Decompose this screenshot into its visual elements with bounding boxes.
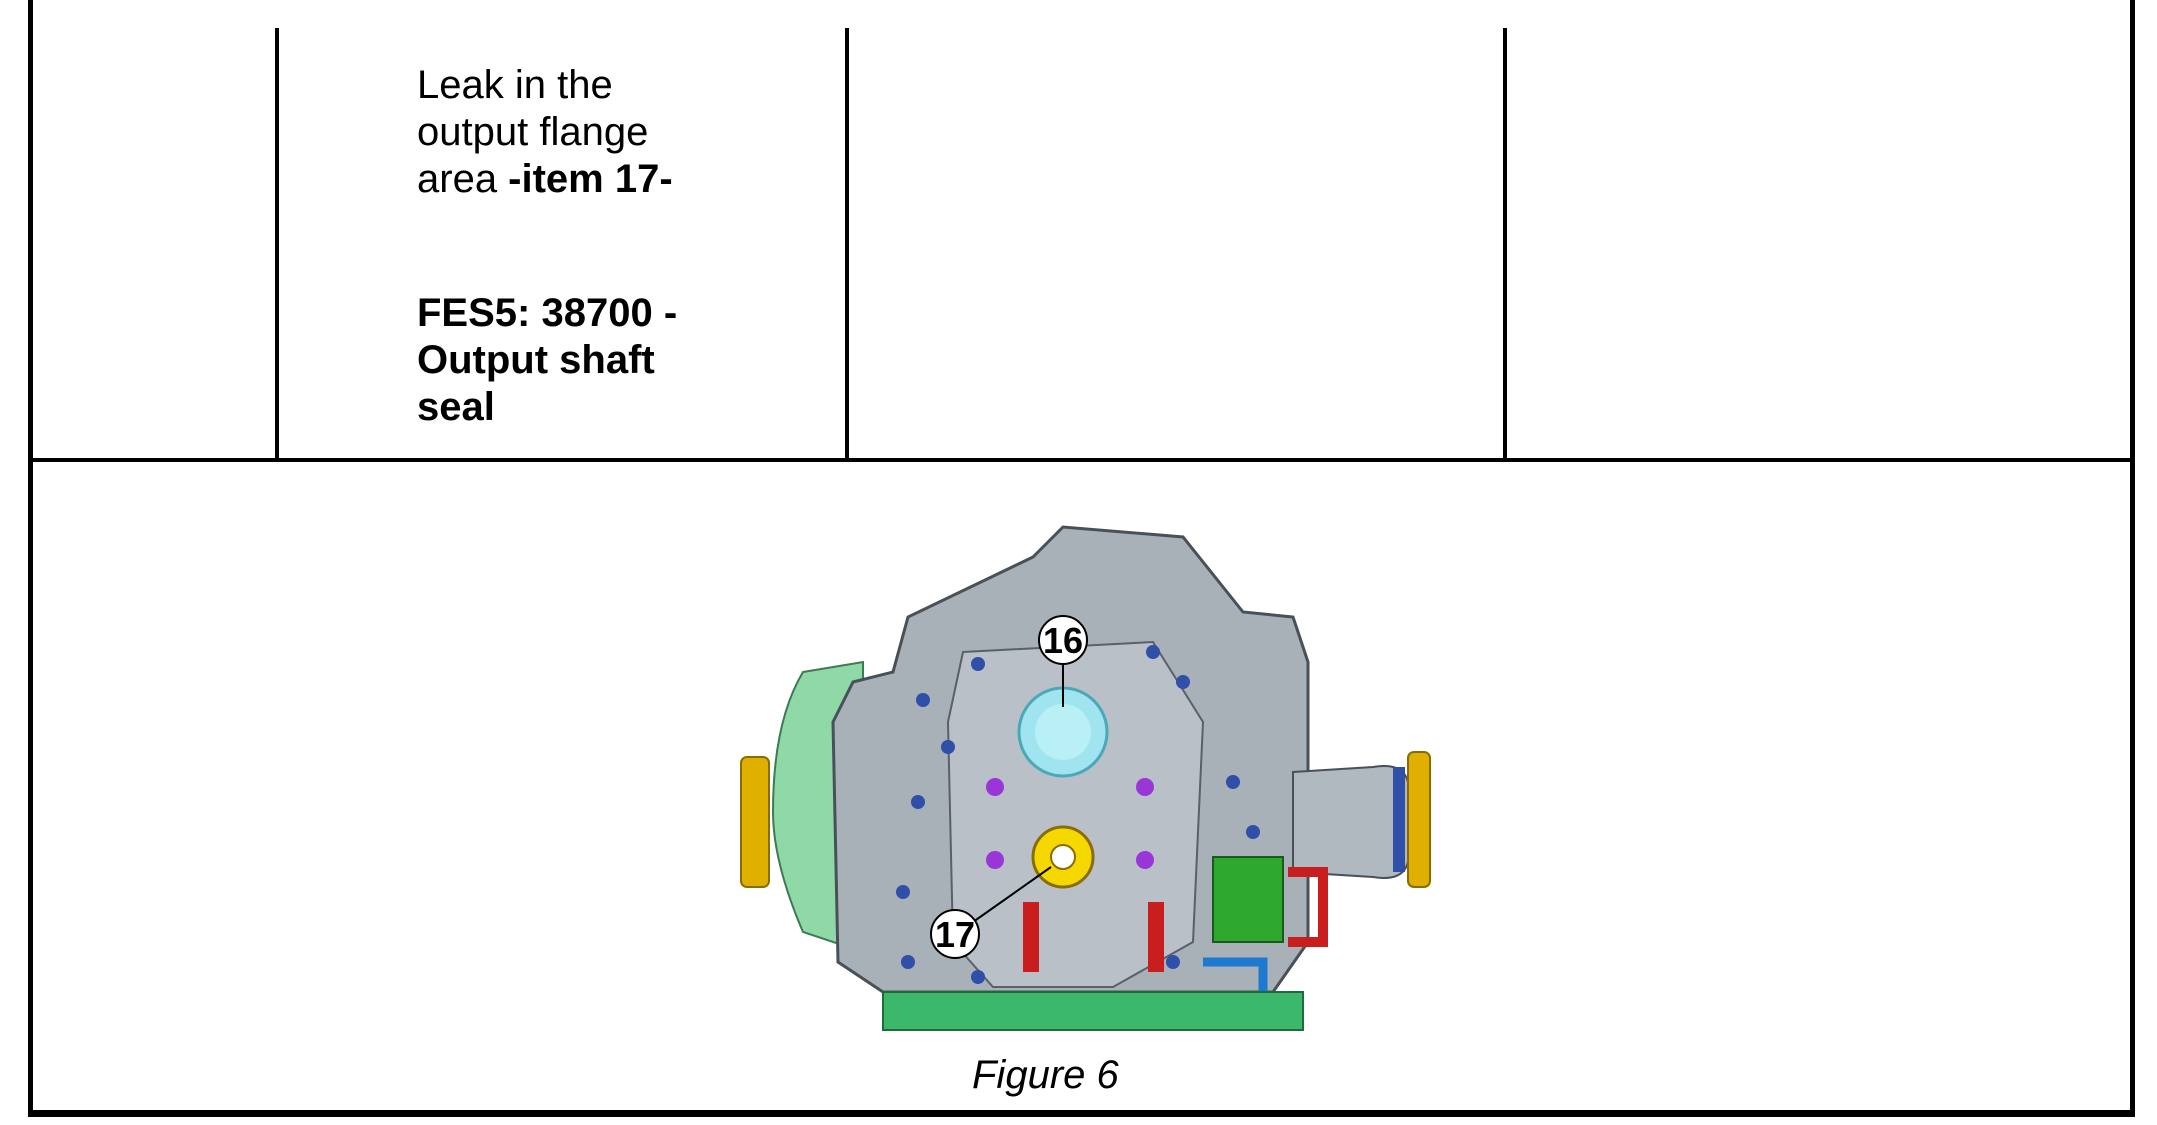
seal-16-inner xyxy=(1035,704,1091,760)
issue-prefix: area xyxy=(417,157,509,201)
fes-code-line: Output shaft xyxy=(417,338,655,382)
cooler-shape xyxy=(1212,856,1284,943)
column-divider xyxy=(1503,28,1507,458)
callout-17-label: 17 xyxy=(935,914,975,955)
output-shaft-housing xyxy=(1292,765,1409,879)
cover-panel-shape xyxy=(946,640,1205,988)
item-reference: -item 17- xyxy=(508,157,673,201)
issue-line: output flange xyxy=(417,110,649,154)
bracket-shape xyxy=(1023,902,1039,972)
right-flange-shape xyxy=(1407,751,1431,888)
fes-code-line: FES5: 38700 - xyxy=(417,291,678,335)
table-row: Leak in the output flange area -item 17-… xyxy=(33,0,2130,462)
column-divider xyxy=(275,28,279,458)
shaft-end-shape xyxy=(1050,844,1076,870)
dowel-shape xyxy=(1136,851,1154,869)
dowel-shape xyxy=(986,778,1004,796)
callout-17-badge xyxy=(930,909,980,959)
fes-code-line: seal xyxy=(417,385,495,429)
callout-16-label: 16 xyxy=(1043,620,1083,661)
callout-17-leader xyxy=(972,866,1052,923)
bolt-group xyxy=(896,645,1260,984)
hose-shape xyxy=(1288,867,1328,947)
issue-description-cell: Leak in the output flange area -item 17-… xyxy=(417,62,837,431)
document-table: Leak in the output flange area -item 17-… xyxy=(28,0,2135,1117)
issue-line: area -item 17- xyxy=(417,156,837,203)
hose-shape xyxy=(1203,957,1268,992)
figure-row: 16 17 xyxy=(33,462,2130,1110)
figure-caption: Figure 6 xyxy=(972,1053,1119,1097)
dowel-shape xyxy=(986,851,1004,869)
oil-pan-shape xyxy=(882,991,1304,1031)
left-flange-shape xyxy=(740,756,770,888)
bracket-shape xyxy=(1148,902,1164,972)
issue-line: Leak in the xyxy=(417,63,613,107)
dowel-shape xyxy=(1136,778,1154,796)
seal-ring-shape xyxy=(1393,767,1405,872)
callout-16-badge xyxy=(1038,615,1088,665)
transmission-illustration: 16 17 xyxy=(740,525,1431,1031)
column-divider xyxy=(845,28,849,458)
